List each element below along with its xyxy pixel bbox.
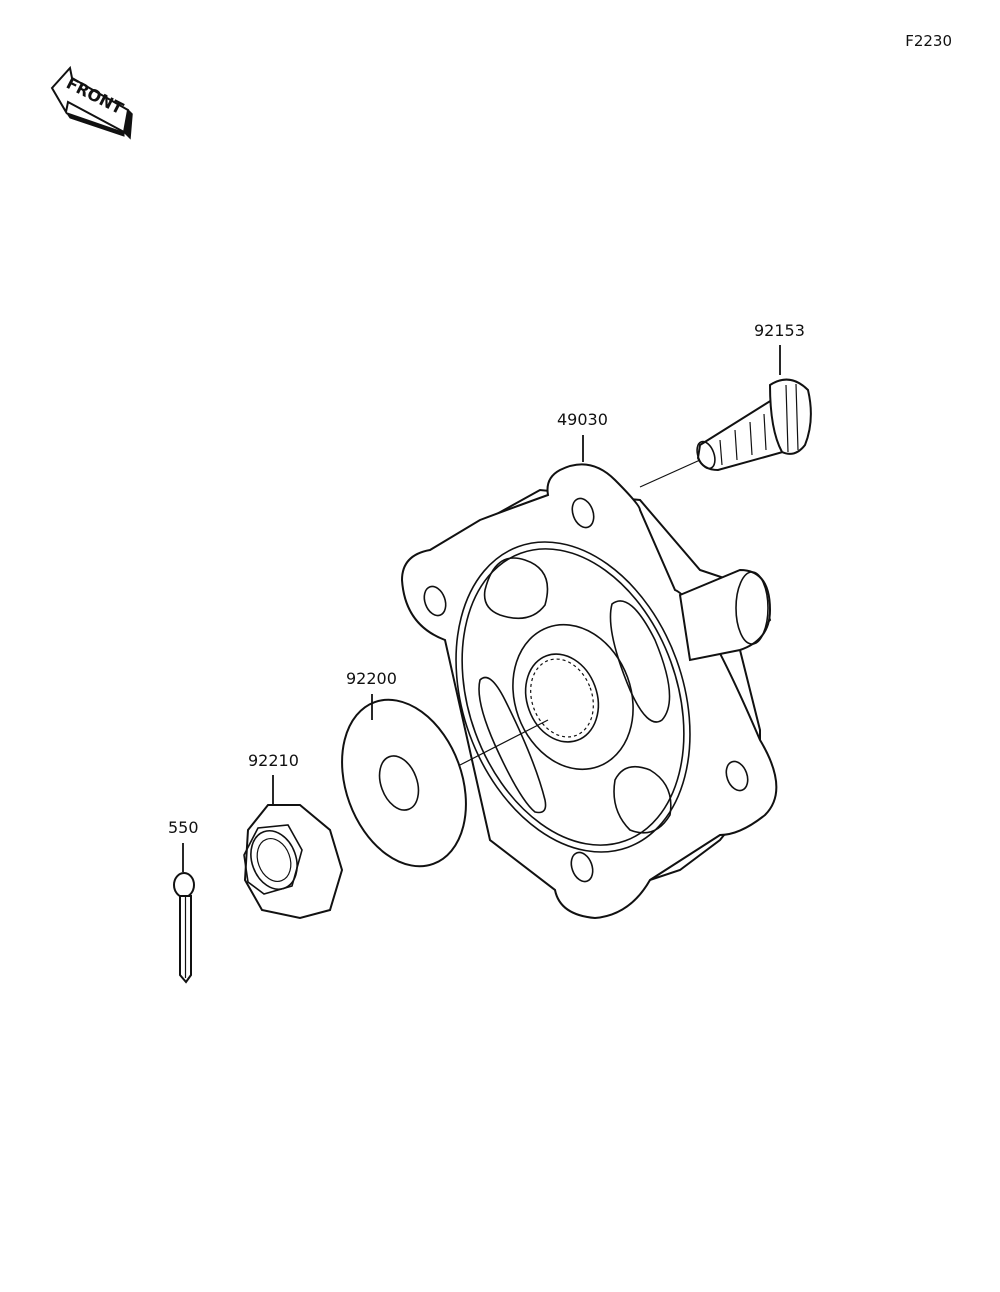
label-92210: 92210 [248, 751, 299, 770]
part-labels: 49030 92153 92200 92210 550 [168, 321, 805, 837]
label-92200: 92200 [346, 669, 397, 688]
label-92153: 92153 [754, 321, 805, 340]
label-49030: 49030 [557, 410, 608, 429]
diagram-code: F2230 [905, 32, 952, 50]
nut-92210[interactable] [243, 804, 344, 920]
cotter-pin-550[interactable] [173, 872, 195, 984]
leader-lines [182, 345, 781, 872]
label-550: 550 [168, 818, 199, 837]
stud-92153[interactable] [694, 378, 812, 472]
front-arrow-icon: FRONT [50, 65, 133, 140]
hub-49030[interactable] [400, 463, 778, 920]
washer-92200[interactable] [320, 682, 488, 883]
